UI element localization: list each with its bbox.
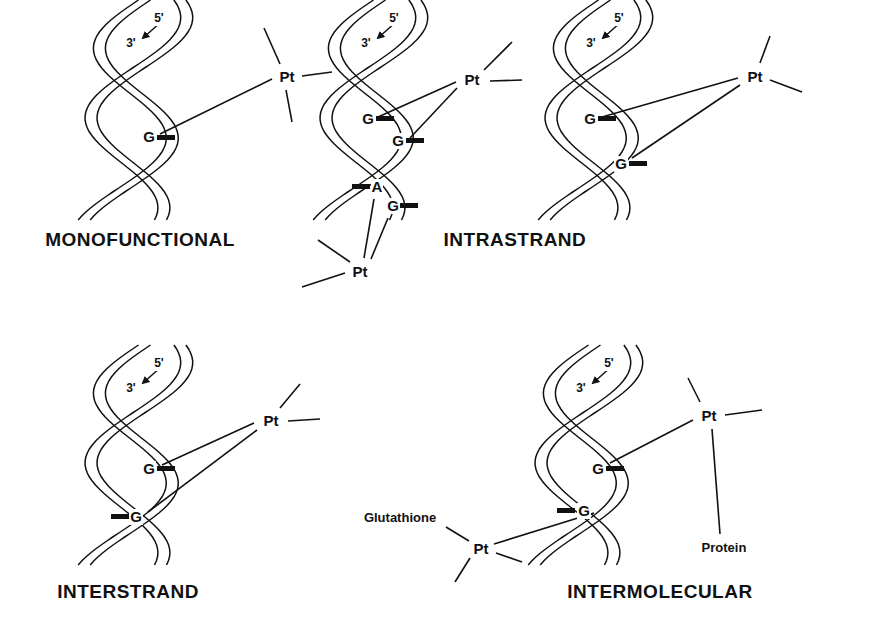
atom-label: G: [129, 509, 143, 526]
atom-label: 5': [388, 12, 400, 25]
panel-caption: INTERMOLECULAR: [566, 582, 753, 603]
helix-strand: [538, 0, 626, 220]
atom-label: A: [371, 179, 384, 196]
atom-label: Pt: [473, 541, 490, 558]
dna-helix: [313, 0, 428, 220]
helix-strand: [90, 0, 178, 220]
atom-label: 3': [125, 37, 137, 50]
atom-label: G: [361, 111, 375, 128]
atom-label: 3': [360, 37, 372, 50]
atom-label: Pt: [464, 72, 481, 89]
platinum-bonds: [148, 28, 802, 582]
atom-label: Pt: [263, 413, 280, 430]
atom-label: 3': [125, 382, 137, 395]
panel-caption: INTRASTRAND: [443, 230, 588, 251]
base-bars: [111, 116, 647, 519]
atom-label: 5': [153, 12, 165, 25]
helix-strand: [540, 345, 628, 565]
atom-label: Pt: [352, 264, 369, 281]
atom-label: Glutathione: [363, 511, 437, 525]
atom-label: 5': [153, 357, 165, 370]
panel-caption: MONOFUNCTIONAL: [44, 230, 236, 251]
atom-label: G: [591, 461, 605, 478]
dna-helix: [78, 0, 193, 220]
atom-label: Protein: [701, 541, 748, 555]
atom-label: Pt: [701, 408, 718, 425]
atom-label: 3': [575, 382, 587, 395]
helix-strand: [528, 345, 616, 565]
panel-caption: INTERSTRAND: [56, 582, 200, 603]
atom-label: G: [142, 129, 156, 146]
atom-label: G: [142, 461, 156, 478]
atom-label: 5': [613, 12, 625, 25]
helix-strand: [78, 0, 166, 220]
atom-label: G: [391, 133, 405, 150]
helix-strand: [325, 0, 413, 220]
atom-label: 5': [603, 357, 615, 370]
helix-strand: [90, 345, 178, 565]
dna-helix: [78, 345, 193, 565]
atom-label: G: [577, 503, 591, 520]
atom-label: G: [386, 198, 400, 215]
helix-strand: [78, 345, 166, 565]
atom-label: G: [614, 156, 628, 173]
atom-label: Pt: [279, 69, 296, 86]
dna-helix: [538, 0, 653, 220]
atom-label: Pt: [747, 69, 764, 86]
atom-label: 3': [585, 37, 597, 50]
helix-strand: [313, 0, 401, 220]
atom-label: G: [583, 111, 597, 128]
